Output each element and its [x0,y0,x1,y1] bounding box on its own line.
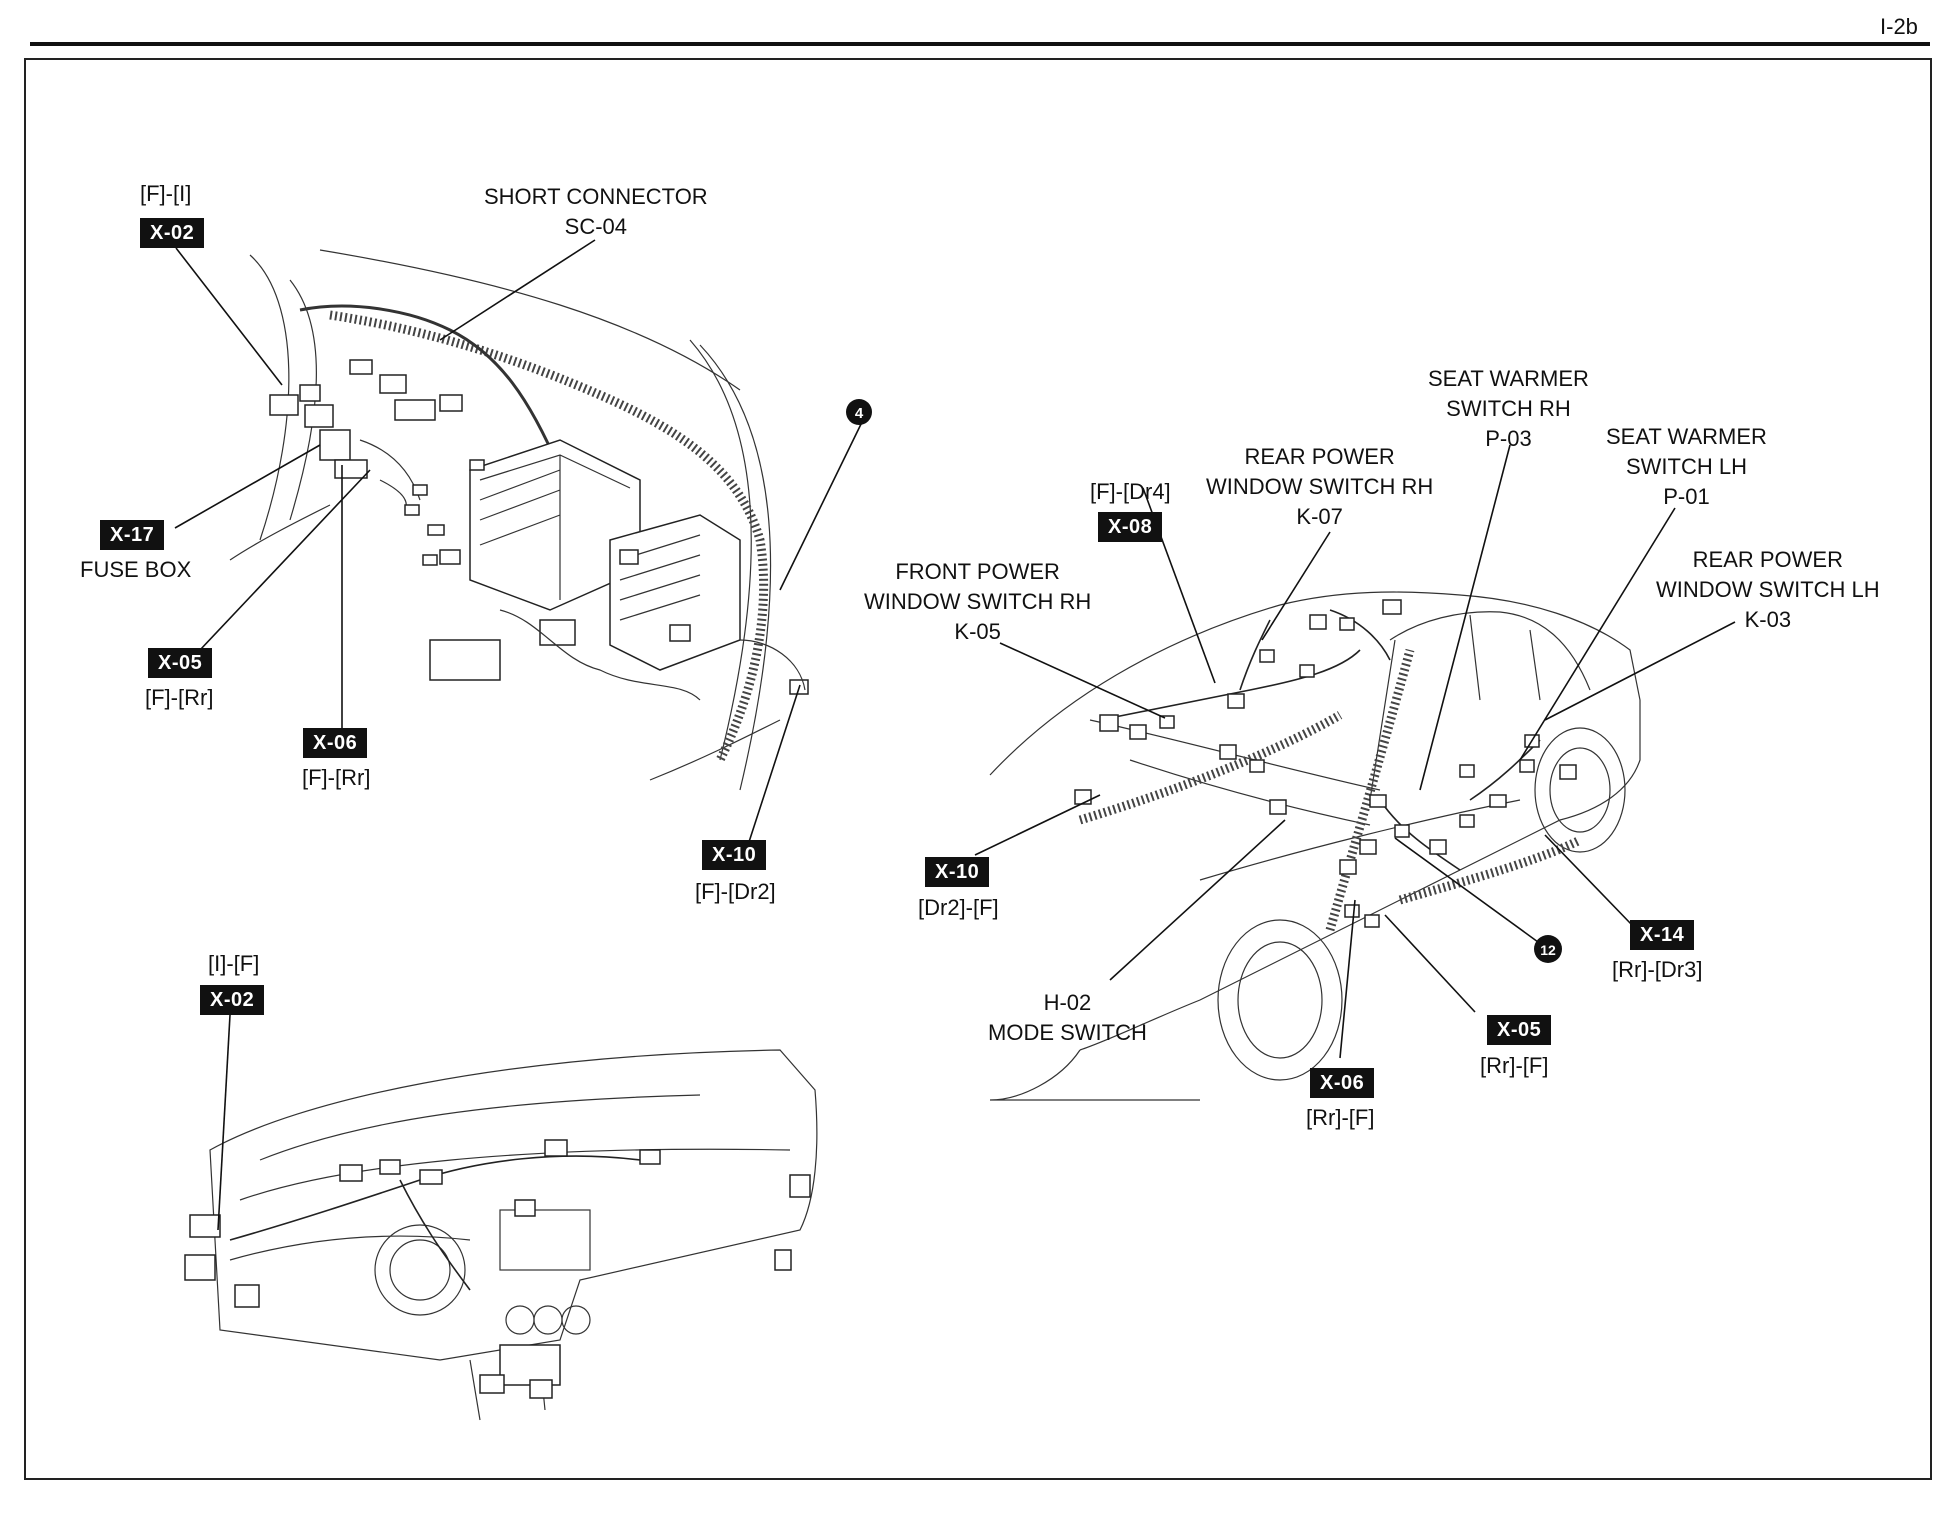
x10-rear-connector-code: X-10 [925,857,990,887]
x14-route-label: [Rr]-[Dr3] [1612,957,1703,982]
x17-connector-code: X-17 [100,520,165,550]
short-connector-code: SC-04 [564,214,628,239]
front-rh-line2: WINDOW SWITCH RH [864,589,1092,614]
x05-connector-code: X-05 [148,648,213,678]
ip-x02-connector-code: X-02 [200,985,265,1015]
x05-route-label: [F]-[Rr] [145,685,214,710]
seat-lh-code: P-01 [1663,484,1710,509]
front-power-window-rh-label: FRONT POWER WINDOW SWITCH RH K-05 [864,557,1091,647]
mode-switch-text: MODE SWITCH [988,1020,1147,1045]
ground-badge-4: 4 [846,399,872,425]
header-rule [30,42,1930,46]
x06-route-label: [F]-[Rr] [302,765,371,790]
fuse-box-label: FUSE BOX [80,557,192,582]
x14-connector-code: X-14 [1630,920,1695,950]
short-connector-title: SHORT CONNECTOR [484,184,708,209]
x08-connector-code: X-08 [1098,512,1163,542]
ground-badge-12-text: 12 [1540,942,1556,958]
seat-lh-line1: SEAT WARMER [1606,424,1767,449]
rear-rh-code: K-07 [1296,504,1343,529]
seat-warmer-rh-label: SEAT WARMER SWITCH RH P-03 [1428,364,1589,454]
seat-lh-line2: SWITCH LH [1625,454,1747,479]
rear-lh-line2: WINDOW SWITCH LH [1656,577,1880,602]
x08-route-label-top: [F]-[Dr4] [1090,479,1171,504]
ground-badge-4-text: 4 [855,405,864,422]
ground-badge-12: 12 [1534,935,1562,963]
x05-rear-route-label: [Rr]-[F] [1480,1053,1549,1078]
instrument-panel-illustration [184,1049,818,1421]
leader-lines [174,239,1736,1231]
rear-power-window-lh-label: REAR POWER WINDOW SWITCH LH K-03 [1656,545,1880,635]
seat-rh-line2: SWITCH RH [1446,396,1571,421]
diagram-frame [24,58,1932,1480]
x10-rear-route-label: [Dr2]-[F] [918,895,999,920]
seat-warmer-lh-label: SEAT WARMER SWITCH LH P-01 [1606,422,1767,512]
ip-x02-route-label-top: [I]-[F] [208,951,260,976]
h02-code: H-02 [1043,990,1092,1015]
mode-switch-label: H-02 MODE SWITCH [988,988,1147,1048]
front-rh-code: K-05 [954,619,1001,644]
front-rh-line1: FRONT POWER [895,559,1060,584]
short-connector-label: SHORT CONNECTOR SC-04 [484,182,708,242]
seat-rh-code: P-03 [1485,426,1532,451]
rear-lh-line1: REAR POWER [1692,547,1843,572]
rear-rh-line1: REAR POWER [1244,444,1395,469]
page-number: I-2b [1880,14,1918,39]
x10-connector-code: X-10 [702,840,767,870]
engine-bay-harness-illustration [229,249,809,791]
x06-connector-code: X-06 [303,728,368,758]
x06-rear-route-label: [Rr]-[F] [1306,1105,1375,1130]
rear-power-window-rh-label: REAR POWER WINDOW SWITCH RH K-07 [1206,442,1433,532]
rear-rh-line2: WINDOW SWITCH RH [1206,474,1434,499]
car-body-illustration [989,591,1641,1101]
rear-lh-code: K-03 [1744,607,1792,632]
seat-rh-line1: SEAT WARMER [1428,366,1589,391]
x02-route-label-top: [F]-[I] [140,181,192,206]
x10-route-label: [F]-[Dr2] [695,879,776,904]
x05-rear-connector-code: X-05 [1487,1015,1552,1045]
x02-connector-code: X-02 [140,218,205,248]
x06-rear-connector-code: X-06 [1310,1068,1375,1098]
